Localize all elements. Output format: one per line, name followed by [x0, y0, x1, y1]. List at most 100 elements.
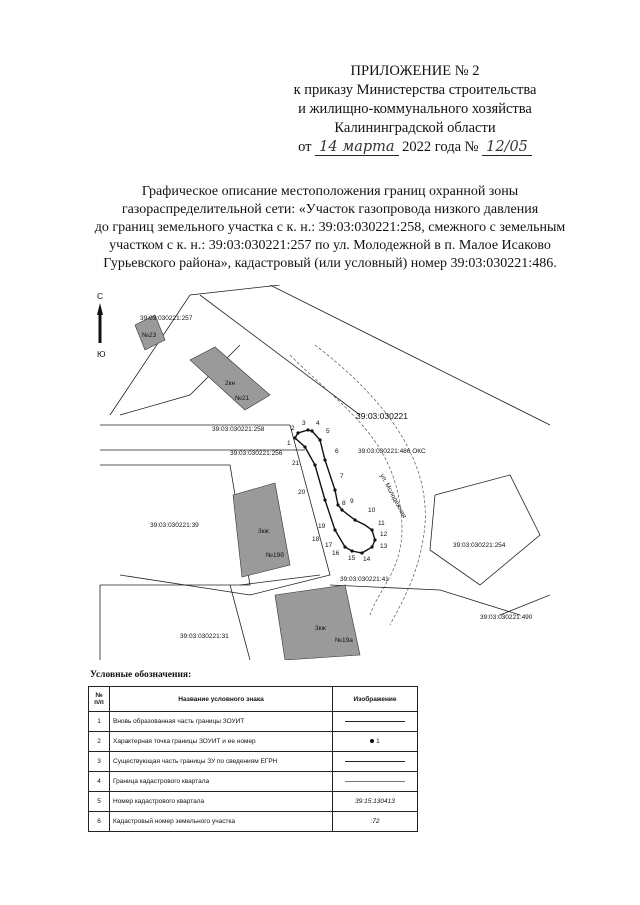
building-19v — [232, 482, 291, 578]
point-label: 20 — [298, 489, 306, 496]
point-label: 8 — [342, 500, 346, 507]
legend-header-image: Изображение — [332, 686, 418, 712]
appendix-label: ПРИЛОЖЕНИЕ № 2 — [350, 63, 480, 79]
title-line-2: газораспределительной сети: «Участок газ… — [121, 202, 539, 217]
legend-name: Номер кадастрового квартала — [109, 791, 333, 812]
building-label: №23 — [142, 332, 157, 339]
point-dot-icon — [370, 739, 375, 744]
parcel-boundaries — [99, 285, 550, 660]
point-label: 7 — [340, 473, 344, 480]
point-label: 10 — [368, 507, 376, 514]
point-label: 18 — [312, 536, 320, 543]
point-labels: 1 2 3 4 5 6 7 8 9 10 11 12 13 14 15 16 1… — [287, 420, 388, 563]
point-label: 5 — [326, 428, 330, 435]
building-21 — [189, 346, 271, 411]
title-line-3: до границ земельного участка с к. н.: 39… — [94, 220, 566, 235]
point-label: 14 — [363, 556, 371, 563]
parcel-label: 39:03:030221:257 — [140, 315, 193, 322]
point-number-sample: 1 — [376, 738, 380, 745]
zone-boundary — [294, 429, 376, 554]
point-label: 17 — [325, 542, 333, 549]
parcel-label: 39:03:030221:490 — [480, 614, 533, 621]
building-label: №21 — [235, 395, 250, 402]
region-line: Калининградской области — [334, 120, 496, 136]
legend-num: 1 — [88, 711, 110, 732]
street-label: ул. Молодежная — [378, 473, 408, 520]
legend-name: Существующая часть границы ЗУ по сведени… — [109, 751, 333, 772]
legend-row: 4 Граница кадастрового квартала — [88, 771, 418, 792]
legend-image-quarter-number: 39:15:130413 — [332, 791, 418, 812]
parcel-label: 39:03:030221:258 — [212, 426, 265, 433]
cadastral-map: 1 2 3 4 5 6 7 8 9 10 11 12 13 14 15 16 1… — [80, 285, 550, 660]
building-labels: №23 2кн №21 3кж №19б 3кж №19а — [142, 332, 353, 644]
point-label: 2 — [291, 425, 295, 432]
legend-num: 6 — [88, 811, 110, 832]
quarter-label: 39:03:030221 — [356, 411, 408, 421]
quarter-boundary-line-icon — [345, 780, 405, 782]
date-prefix: от — [298, 139, 312, 155]
legend-name: Граница кадастрового квартала — [109, 771, 333, 792]
legend-image — [332, 711, 418, 732]
legend-image: 1 — [332, 731, 418, 752]
point-label: 1 — [287, 440, 291, 447]
new-boundary-line-icon — [345, 720, 405, 722]
legend-num: 2 — [88, 731, 110, 752]
legend-header-num: № п/п — [88, 686, 110, 712]
parcel-label: 39:03:030221:256 — [230, 450, 283, 457]
building-label: №19б — [266, 551, 284, 559]
legend-num: 3 — [88, 751, 110, 772]
boundary-points — [293, 428, 377, 555]
point-label: 4 — [316, 420, 320, 427]
building-23 — [134, 314, 166, 351]
legend-title: Условные обозначения: — [90, 670, 192, 680]
point-label: 3 — [302, 420, 306, 427]
legend-name: Кадастровый номер земельного участка — [109, 811, 333, 832]
document-title: Графическое описание местоположения гран… — [60, 183, 600, 273]
oks-label: 39:03:030221:486 ОКС — [358, 448, 426, 455]
building-label: 2кн — [225, 380, 235, 387]
title-line-4: участком с к. н.: 39:03:030221:257 по ул… — [109, 238, 551, 253]
point-label: 9 — [350, 498, 354, 505]
legend-row: 2 Характерная точка границы ЗОУИТ и ее н… — [88, 731, 418, 752]
point-label: 19 — [318, 523, 326, 530]
arrow-head-icon — [97, 303, 103, 315]
parcel-label: 39:03:030221:39 — [150, 522, 199, 529]
order-line: к приказу Министерства строительства — [293, 82, 537, 98]
legend-row: 6 Кадастровый номер земельного участка :… — [88, 811, 418, 832]
north-label: С — [97, 291, 103, 301]
ministry-line: и жилищно-коммунального хозяйства — [298, 101, 532, 117]
legend-num: 4 — [88, 771, 110, 792]
point-label: 21 — [292, 460, 300, 467]
point-label: 16 — [332, 550, 340, 557]
handwritten-date: 14 марта — [315, 139, 399, 156]
legend-row: 5 Номер кадастрового квартала 39:15:1304… — [88, 791, 418, 812]
parcel-labels: 39:03:030221:257 39:03:030221:258 39:03:… — [140, 315, 533, 640]
title-line-5: Гурьевского района», кадастровый (или ус… — [103, 256, 557, 271]
legend-row: 1 Вновь образованная часть границы ЗОУИТ — [88, 711, 418, 732]
parcel-label: 39:03:030221:41 — [340, 576, 389, 583]
date-suffix: 2022 года № — [402, 139, 479, 155]
handwritten-number: 12/05 — [482, 139, 532, 156]
point-label: 15 — [348, 555, 356, 562]
legend-name: Вновь образованная часть границы ЗОУИТ — [109, 711, 333, 732]
date-line: от 14 марта 2022 года № 12/05 — [285, 138, 545, 157]
legend-header-name: Название условного знака — [109, 686, 333, 712]
building-label: №19а — [335, 637, 353, 644]
legend-image — [332, 771, 418, 792]
parcel-label: 39:03:030221:254 — [453, 542, 506, 549]
building-label: 3кж — [258, 528, 269, 535]
point-label: 12 — [380, 531, 388, 538]
north-arrow: С Ю — [92, 291, 112, 361]
appendix-header: ПРИЛОЖЕНИЕ № 2 к приказу Министерства ст… — [285, 62, 545, 157]
building-19a — [274, 584, 361, 660]
legend-name: Характерная точка границы ЗОУИТ и ее ном… — [109, 731, 333, 752]
south-label: Ю — [97, 349, 106, 359]
building-label: 3кж — [315, 625, 326, 632]
legend-image — [332, 751, 418, 772]
point-label: 6 — [335, 448, 339, 455]
title-line-1: Графическое описание местоположения гран… — [141, 184, 519, 199]
point-label: 11 — [378, 520, 385, 527]
buildings — [134, 314, 361, 660]
legend-image-parcel-number: :72 — [332, 811, 418, 832]
legend-table: № п/п Название условного знака Изображен… — [88, 686, 418, 832]
